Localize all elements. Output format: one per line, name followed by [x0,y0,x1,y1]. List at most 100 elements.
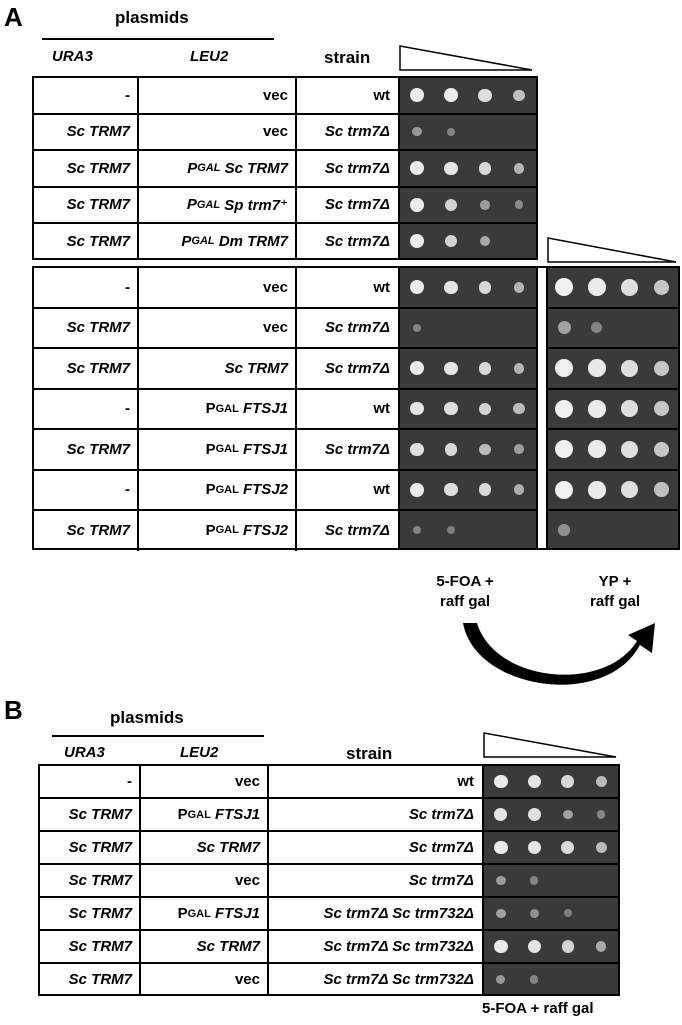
plate-row-divider [400,222,536,224]
leu2-plasmid-cell: vec [140,963,268,996]
ura3-plasmid-cell: Sc TRM7 [68,971,132,988]
leu2-plasmid-label: Sc TRM7 [196,839,260,856]
column-divider [295,77,297,260]
growth-spot [410,197,424,212]
leu2-plasmid-label: FTSJ1 [214,905,260,922]
panel-a-leu2-header: LEU2 [190,48,229,65]
ura3-plasmid-cell: Sc TRM7 [66,359,130,377]
column-divider [137,267,139,551]
leu2-plasmid-label: vec [234,971,260,988]
growth-spot [410,361,424,376]
growth-spot [478,88,492,102]
plate-row-divider [400,347,536,349]
caption-5foa-line1: 5-FOA + [436,573,494,590]
panel-a-dilution-wedge-1 [399,45,533,71]
strain-cell: Sc trm7Δ Sc trm732Δ [323,938,475,955]
plate-row-divider [484,830,618,832]
strain-cell: wt [373,86,390,104]
caption-5foa: 5-FOA + raff gal [390,572,540,612]
growth-spot [597,810,606,819]
plate2-row-divider [548,347,678,349]
growth-spot [595,841,607,854]
promoter-label: P [181,232,192,250]
leu2-plasmid-label: FTSJ2 [242,521,288,539]
promoter-subscript: GAL [187,907,211,920]
promoter-label: P [205,400,216,418]
plate-row-divider [484,863,618,865]
growth-spot [561,940,574,953]
promoter-label: P [205,481,216,499]
plate-row-divider [484,929,618,931]
strain-cell: wt [373,400,390,418]
leu2-plasmid-label: Sp trm7⁺ [224,196,288,214]
ura3-plasmid-cell: Sc TRM7 [66,521,130,539]
growth-spot [410,234,424,249]
growth-spot [478,161,492,175]
growth-spot [530,975,539,984]
growth-spot [513,89,525,101]
growth-spot [513,281,525,293]
plate-row-divider [400,387,536,390]
ura3-plasmid-cell: Sc TRM7 [66,319,130,337]
row-divider [32,112,398,115]
growth-spot [561,841,575,854]
growth-yp-spot [654,441,670,457]
column-divider [295,267,297,551]
ura3-plasmid-cell: Sc TRM7 [68,839,132,856]
ura3-plasmid-cell: - [125,481,130,499]
growth-spot [493,939,508,954]
growth-yp-spot [555,440,574,459]
growth-spot [478,361,492,375]
growth-spot [479,443,491,455]
strain-cell: Sc trm7Δ [324,232,390,250]
growth-spot [527,939,541,954]
growth-spot [514,200,524,210]
growth-yp-spot [620,481,638,499]
growth-spot [410,482,424,497]
leu2-plasmid-cell: Sc TRM7 [140,930,268,963]
growth-spot [563,909,572,918]
growth-yp-spot [620,440,638,458]
strain-cell: Sc trm7Δ [408,839,474,856]
leu2-plasmid-label: FTSJ2 [242,481,288,499]
leu2-plasmid-label: Sc TRM7 [196,938,260,955]
plate-row-divider [400,185,536,188]
plate-row-divider [400,306,536,309]
growth-yp-spot [555,359,574,378]
growth-spot [444,361,458,375]
ura3-plasmid-cell: - [125,86,130,104]
column-divider [139,765,141,996]
promoter-label: P [205,440,216,458]
growth-spot [444,402,458,416]
panel-b-dilution-wedge [483,732,617,758]
growth-spot [444,88,458,103]
growth-yp-spot [555,480,574,499]
ura3-plasmid-cell: Sc TRM7 [66,232,130,250]
promoter-subscript: GAL [215,402,239,415]
row-divider [32,306,398,309]
row-divider [38,797,482,799]
ura3-plasmid-cell: Sc TRM7 [66,440,130,458]
row-divider [38,929,482,931]
panel-b-plasmids-header: plasmids [110,708,184,727]
caption-yp-line2: raff gal [589,593,640,610]
row-divider [38,830,482,832]
growth-yp-spot [587,480,606,499]
column-divider [137,77,139,260]
column-divider [267,765,269,996]
strain-cell: Sc trm7Δ [408,872,474,889]
promoter-subscript: GAL [196,198,221,211]
panel-a-strain-header: strain [324,48,371,67]
panel-a-dilution-wedge-2 [547,237,677,263]
growth-yp-spot [587,359,606,378]
panel-b-letter: B [4,695,23,725]
plate-row-divider [484,797,618,799]
growth-spot [444,161,458,175]
growth-spot [410,442,424,456]
growth-spot [527,840,541,855]
